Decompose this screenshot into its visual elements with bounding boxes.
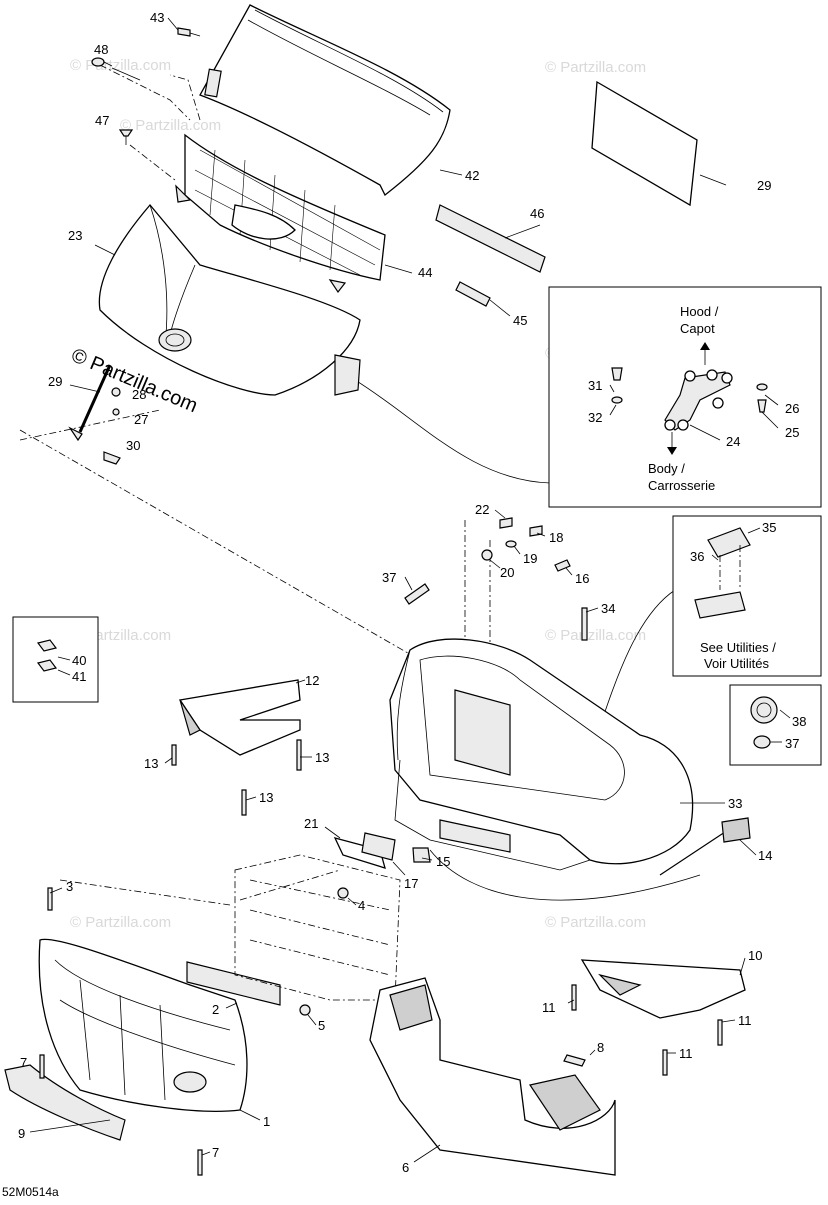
capot-label: Capot	[680, 321, 715, 336]
callout-47: 47	[95, 113, 109, 128]
callout-labels: 43 48 47 42 29 23 46 44 45 29 28 27 30 3…	[18, 10, 806, 1175]
rod-37	[404, 583, 430, 605]
side-bracket-right	[571, 959, 746, 1076]
hood-label: Hood /	[680, 304, 719, 319]
callout-38: 38	[792, 714, 806, 729]
rivet-48	[91, 57, 113, 67]
callout-23: 23	[68, 228, 82, 243]
hinge-detail-box: Hood / Capot Body / Carrosserie	[548, 286, 822, 508]
screw-43	[177, 27, 201, 37]
callout-33: 33	[728, 796, 742, 811]
cable	[659, 817, 751, 876]
hood	[98, 203, 361, 396]
callout-17: 17	[404, 876, 418, 891]
callout-11: 11	[738, 1013, 752, 1028]
utilities-line-2: Voir Utilités	[704, 656, 770, 671]
callout-8: 8	[597, 1040, 604, 1055]
callout-10: 10	[748, 948, 762, 963]
pin-45	[455, 281, 491, 307]
panel-29	[591, 80, 698, 207]
watermark: © Partzilla.com	[545, 914, 646, 931]
callout-13: 13	[144, 756, 158, 771]
latch-parts	[333, 832, 431, 869]
callout-42: 42	[465, 168, 479, 183]
callout-2: 2	[212, 1002, 219, 1017]
callout-26: 26	[785, 401, 799, 416]
callout-15: 15	[436, 854, 450, 869]
watermark: © Partzilla.com	[545, 627, 646, 644]
watermark: © Partzilla.com	[545, 59, 646, 76]
callout-27: 27	[134, 412, 148, 427]
windshield	[199, 4, 451, 196]
callout-34: 34	[601, 601, 615, 616]
bumper-pad	[4, 1054, 203, 1176]
callout-14: 14	[758, 848, 772, 863]
leader-lines	[29, 17, 791, 1163]
callout-21: 21	[304, 816, 318, 831]
callout-30: 30	[126, 438, 140, 453]
body-label: Body /	[648, 461, 685, 476]
callout-36: 36	[690, 549, 704, 564]
utilities-detail-box: See Utilities / Voir Utilités	[672, 515, 822, 677]
callout-13: 13	[259, 790, 273, 805]
front-bumper	[38, 887, 248, 1112]
grille	[175, 133, 386, 294]
watermark: © Partzilla.com	[70, 914, 171, 931]
callout-7: 7	[212, 1145, 219, 1160]
callout-6: 6	[402, 1160, 409, 1175]
callout-5: 5	[318, 1018, 325, 1033]
callout-29: 29	[48, 374, 62, 389]
callout-29: 29	[757, 178, 771, 193]
support-rod	[68, 364, 121, 465]
trim-strip	[435, 204, 546, 273]
callout-40: 40	[72, 653, 86, 668]
cap-detail-box	[729, 684, 822, 766]
callout-16: 16	[575, 571, 589, 586]
callout-1: 1	[263, 1114, 270, 1129]
callout-37: 37	[785, 736, 799, 751]
mount-plate	[186, 887, 349, 1016]
diagram-id: 52M0514a	[2, 1185, 59, 1199]
callout-11: 11	[679, 1046, 693, 1061]
callout-19: 19	[523, 551, 537, 566]
callout-25: 25	[785, 425, 799, 440]
callout-18: 18	[549, 530, 563, 545]
callout-32: 32	[588, 410, 602, 425]
callout-28: 28	[132, 387, 146, 402]
bolt-47	[118, 129, 134, 145]
storage-body	[389, 638, 694, 871]
callout-22: 22	[475, 502, 489, 517]
callout-41: 41	[72, 669, 86, 684]
callout-24: 24	[726, 434, 740, 449]
side-bracket-left	[171, 679, 302, 816]
callout-37: 37	[382, 570, 396, 585]
callout-45: 45	[513, 313, 527, 328]
watermark: © Partzilla.com	[120, 117, 221, 134]
clip-detail-box	[12, 616, 99, 703]
callout-20: 20	[500, 565, 514, 580]
callout-11: 11	[542, 1000, 556, 1015]
callout-46: 46	[530, 206, 544, 221]
callout-31: 31	[588, 378, 602, 393]
callout-43: 43	[150, 10, 164, 25]
utilities-line-1: See Utilities /	[700, 640, 776, 655]
callout-13: 13	[315, 750, 329, 765]
callout-48: 48	[94, 42, 108, 57]
callout-7: 7	[20, 1055, 27, 1070]
callout-4: 4	[358, 898, 365, 913]
lower-skid	[369, 977, 616, 1176]
callout-3: 3	[66, 879, 73, 894]
callout-12: 12	[305, 673, 319, 688]
callout-44: 44	[418, 265, 432, 280]
top-fasteners	[481, 517, 588, 641]
carrosserie-label: Carrosserie	[648, 478, 715, 493]
callout-35: 35	[762, 520, 776, 535]
callout-9: 9	[18, 1126, 25, 1141]
